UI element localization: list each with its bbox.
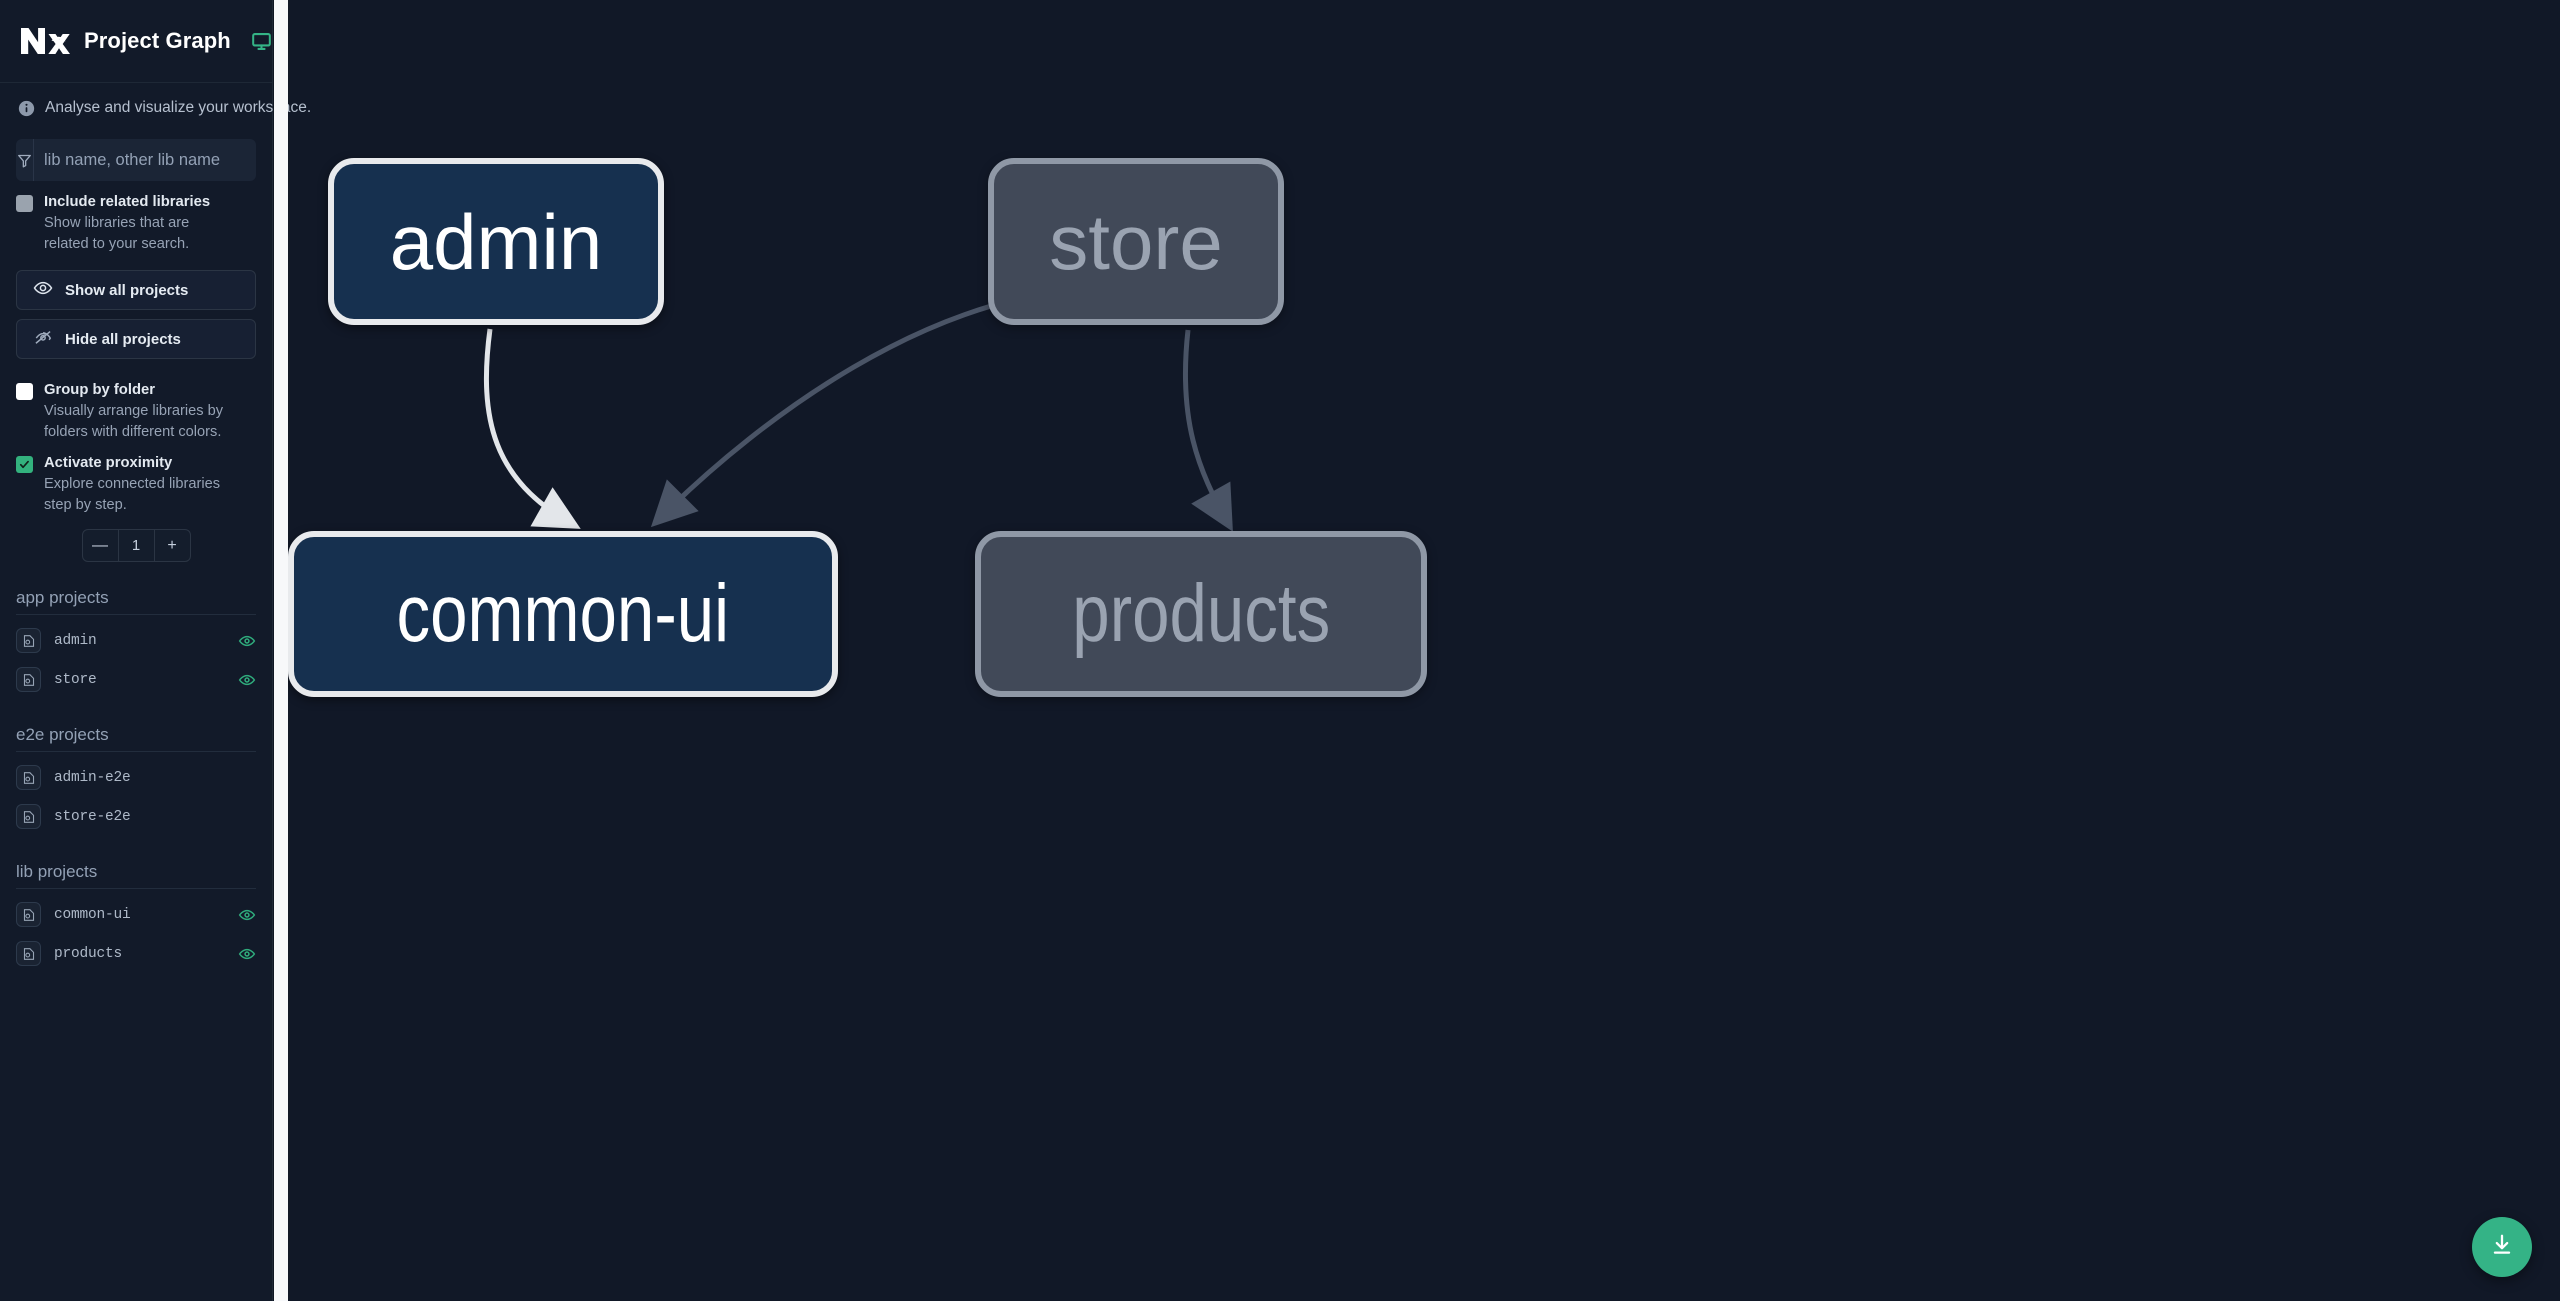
option-description: Show libraries that are related to your … [44, 214, 190, 252]
nx-logo-icon [18, 20, 70, 62]
group-divider [16, 888, 256, 890]
project-name: products [54, 945, 123, 962]
download-icon [2489, 1232, 2515, 1263]
graph-canvas[interactable]: admin store common-ui products [288, 0, 2560, 1301]
proximity-increase-button[interactable]: + [167, 536, 177, 554]
project-icon [16, 628, 41, 654]
hide-all-projects-label: Hide all projects [65, 330, 181, 348]
project-icon [16, 667, 41, 693]
graph-node-label: common-ui [396, 568, 730, 659]
project-name: common-ui [54, 906, 131, 923]
graph-node-products[interactable]: products [975, 531, 1427, 697]
proximity-decrease-button[interactable]: — [92, 536, 108, 554]
sidebar-header: Project Graph [0, 0, 272, 83]
info-icon [18, 100, 35, 117]
filter-icon [16, 139, 34, 181]
graph-node-store[interactable]: store [988, 158, 1284, 325]
graph-node-label: store [1049, 197, 1223, 286]
project-visibility-eye-icon[interactable] [238, 671, 256, 689]
group-title: e2e projects [16, 725, 109, 745]
project-item-store-e2e[interactable]: store-e2e [16, 797, 256, 836]
eye-icon [33, 278, 53, 302]
monitor-icon[interactable] [251, 31, 272, 52]
group-divider [16, 614, 256, 616]
option-description: Explore connected libraries step by step… [44, 475, 221, 513]
project-visibility-eye-icon[interactable] [238, 945, 256, 963]
graph-node-label: admin [389, 197, 603, 286]
checkbox-activate-proximity[interactable] [16, 455, 33, 473]
graph-node-admin[interactable]: admin [328, 158, 664, 325]
project-item-store[interactable]: store [16, 660, 256, 699]
option-texts: Include related libraries Show libraries… [44, 193, 234, 254]
project-visibility-eye-icon[interactable] [238, 906, 256, 924]
project-icon [16, 804, 41, 830]
sidebar-resize-handle[interactable] [274, 0, 288, 1301]
project-name: admin-e2e [54, 769, 131, 786]
sidebar-tagline: Analyse and visualize your workspace. [0, 83, 311, 127]
edge-store-to-products [1182, 329, 1233, 532]
project-item-common-ui[interactable]: common-ui [16, 895, 256, 934]
sidebar-action-buttons: Show all projects Hide all projects [0, 254, 272, 360]
option-texts: Activate proximity Explore connected lib… [44, 454, 234, 515]
edge-admin-to-common-ui [483, 328, 581, 529]
group-title: lib projects [16, 862, 98, 882]
page-title: Project Graph [84, 28, 231, 53]
checkbox-group-by-folder[interactable] [16, 383, 33, 401]
project-icon [16, 941, 41, 967]
download-image-button[interactable] [2472, 1217, 2532, 1277]
option-activate-proximity[interactable]: Activate proximity Explore connected lib… [0, 443, 272, 515]
check-icon [19, 460, 29, 468]
option-texts: Group by folder Visually arrange librari… [44, 381, 234, 442]
option-title: Activate proximity [44, 454, 173, 471]
project-visibility-eye-icon[interactable] [238, 632, 256, 650]
graph-node-common-ui[interactable]: common-ui [288, 531, 838, 697]
hide-all-projects-button[interactable]: Hide all projects [16, 319, 256, 360]
project-icon [16, 902, 41, 928]
search-input[interactable] [34, 139, 256, 181]
sidebar: Project Graph Analyse and visualize your… [0, 0, 311, 1301]
project-item-admin[interactable]: admin [16, 621, 256, 660]
graph-node-label: products [1072, 568, 1330, 659]
project-item-admin-e2e[interactable]: admin-e2e [16, 758, 256, 797]
project-group-app-projects: app projects admin [0, 588, 272, 699]
group-divider [16, 751, 256, 753]
proximity-value: 1 [117, 530, 155, 562]
project-icon [16, 765, 41, 791]
option-title: Group by folder [44, 382, 155, 399]
group-title: app projects [16, 588, 109, 608]
eye-off-icon [33, 327, 53, 351]
search-field[interactable] [16, 139, 256, 181]
option-title: Include related libraries [44, 194, 211, 210]
checkbox-include-related-libraries[interactable] [16, 195, 33, 212]
project-item-products[interactable]: products [16, 934, 256, 973]
show-all-projects-label: Show all projects [65, 281, 189, 299]
option-group-by-folder[interactable]: Group by folder Visually arrange librari… [0, 359, 272, 442]
project-group-lib-projects: lib projects common-ui [0, 862, 272, 973]
option-description: Visually arrange libraries by folders wi… [44, 403, 223, 441]
option-include-related-libraries[interactable]: Include related libraries Show libraries… [0, 181, 272, 254]
project-name: store [54, 671, 97, 688]
tagline-text: Analyse and visualize your workspace. [45, 99, 312, 116]
show-all-projects-button[interactable]: Show all projects [16, 270, 256, 311]
proximity-stepper[interactable]: — 1 + [81, 529, 191, 563]
project-name: store-e2e [54, 808, 131, 825]
project-group-e2e-projects: e2e projects admin-e2e store-e2e [0, 725, 272, 836]
project-name: admin [54, 632, 97, 649]
